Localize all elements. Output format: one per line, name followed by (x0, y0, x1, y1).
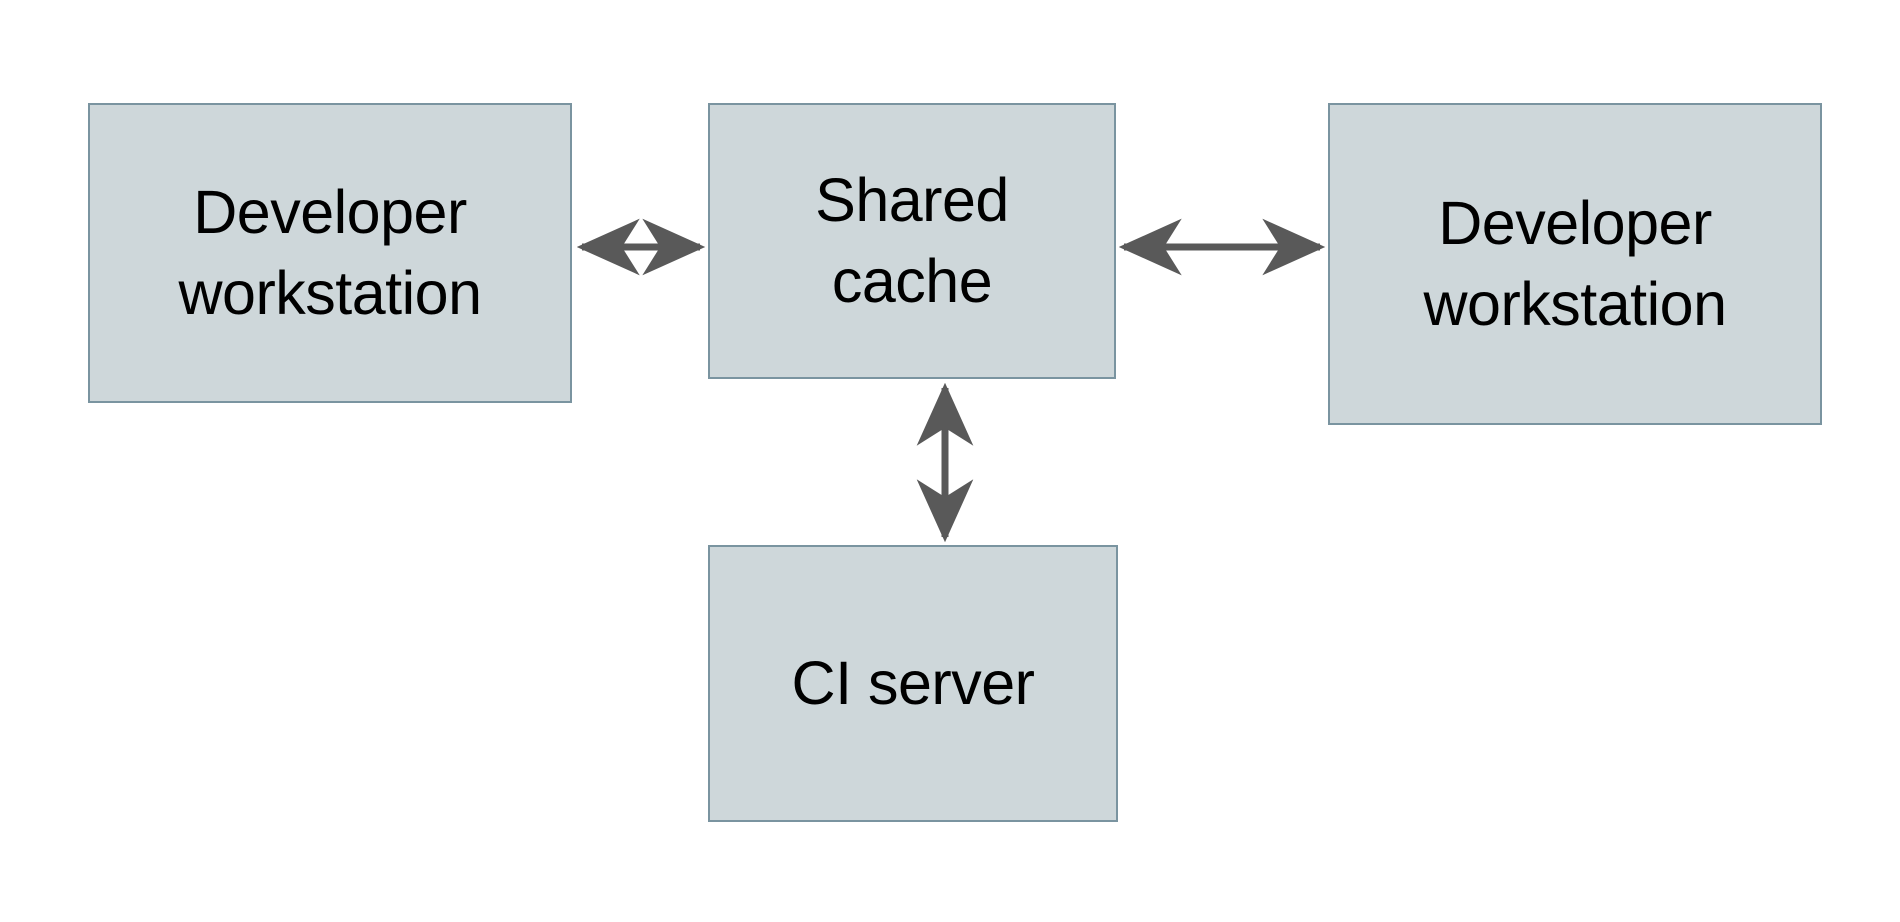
node-label-shared-cache: Shared cache (815, 166, 1009, 315)
node-ci-server[interactable]: CI server (708, 545, 1118, 822)
node-developer-workstation-left[interactable]: Developer workstation (88, 103, 572, 403)
node-label-developer-workstation-right: Developer workstation (1423, 189, 1727, 338)
node-developer-workstation-right[interactable]: Developer workstation (1328, 103, 1822, 425)
node-shared-cache[interactable]: Shared cache (708, 103, 1116, 379)
node-label-ci-server: CI server (791, 649, 1035, 718)
node-label-developer-workstation-left: Developer workstation (178, 178, 482, 327)
